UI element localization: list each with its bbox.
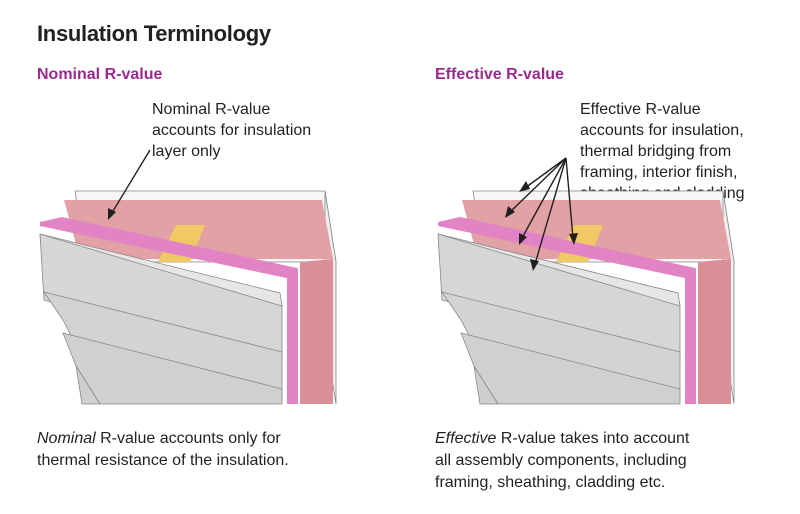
effective-callout-line-1: Effective R-value: [580, 101, 701, 118]
page-title: Insulation Terminology: [37, 21, 271, 46]
arrow-to-sheathing: [521, 157, 567, 239]
nominal-caption: Nominal R-value accounts only for therma…: [37, 428, 289, 472]
arrow-to-insulation-head: [505, 206, 515, 218]
arrow-to-stud-head: [569, 233, 578, 245]
nominal-arrow-line: [109, 149, 151, 217]
insulation-side: [300, 259, 333, 404]
effective-caption-rest: R-value takes into account: [496, 430, 690, 447]
effective-heading: Effective R-value: [435, 66, 564, 83]
effective-caption: Effective R-value takes into account all…: [435, 428, 689, 494]
sheathing-strip: [40, 217, 297, 280]
effective-caption-line-3: framing, sheathing, cladding etc.: [435, 474, 666, 491]
nominal-caption-rest: R-value accounts only for: [95, 430, 281, 447]
arrow-to-cladding-head: [530, 259, 539, 271]
arrow-to-sheathing-head: [519, 233, 527, 245]
nominal-callout: Nominal R-value accounts for insulation …: [152, 99, 311, 162]
effective-caption-line-2: all assembly components, including: [435, 452, 687, 469]
nominal-arrow-head: [108, 208, 116, 220]
insulation-side: [698, 259, 731, 404]
effective-arrows: [505, 157, 578, 271]
cladding-board-4: [75, 365, 101, 405]
nominal-wall-assembly: [39, 190, 337, 405]
effective-caption-em: Effective: [435, 430, 497, 447]
nominal-caption-em: Nominal: [37, 430, 96, 447]
effective-wall-assembly: [437, 190, 735, 405]
cladding-board-3: [62, 332, 283, 405]
effective-callout-line-4: framing, interior finish,: [580, 164, 738, 181]
sheathing-strip: [438, 217, 695, 280]
cladding-board-4: [473, 365, 499, 405]
sheathing-side: [287, 268, 298, 404]
sheathing-side: [685, 268, 696, 404]
arrow-to-drywall-head: [519, 181, 530, 192]
nominal-caption-line-2: thermal resistance of the insulation.: [37, 452, 289, 469]
effective-wall-diagram: [437, 157, 735, 405]
arrow-to-insulation: [509, 157, 567, 213]
arrow-to-cladding: [534, 157, 567, 265]
nominal-wall-diagram: [39, 149, 337, 405]
nominal-callout-line-1: Nominal R-value: [152, 101, 271, 118]
nominal-callout-line-3: layer only: [152, 143, 221, 160]
arrow-to-drywall: [524, 157, 567, 189]
cladding-board-3: [460, 332, 681, 405]
effective-callout-line-2: accounts for insulation,: [580, 122, 744, 139]
arrow-to-stud: [565, 157, 574, 239]
nominal-heading: Nominal R-value: [37, 66, 163, 83]
nominal-callout-line-2: accounts for insulation: [152, 122, 312, 139]
effective-callout-line-3: thermal bridging from: [580, 143, 732, 160]
